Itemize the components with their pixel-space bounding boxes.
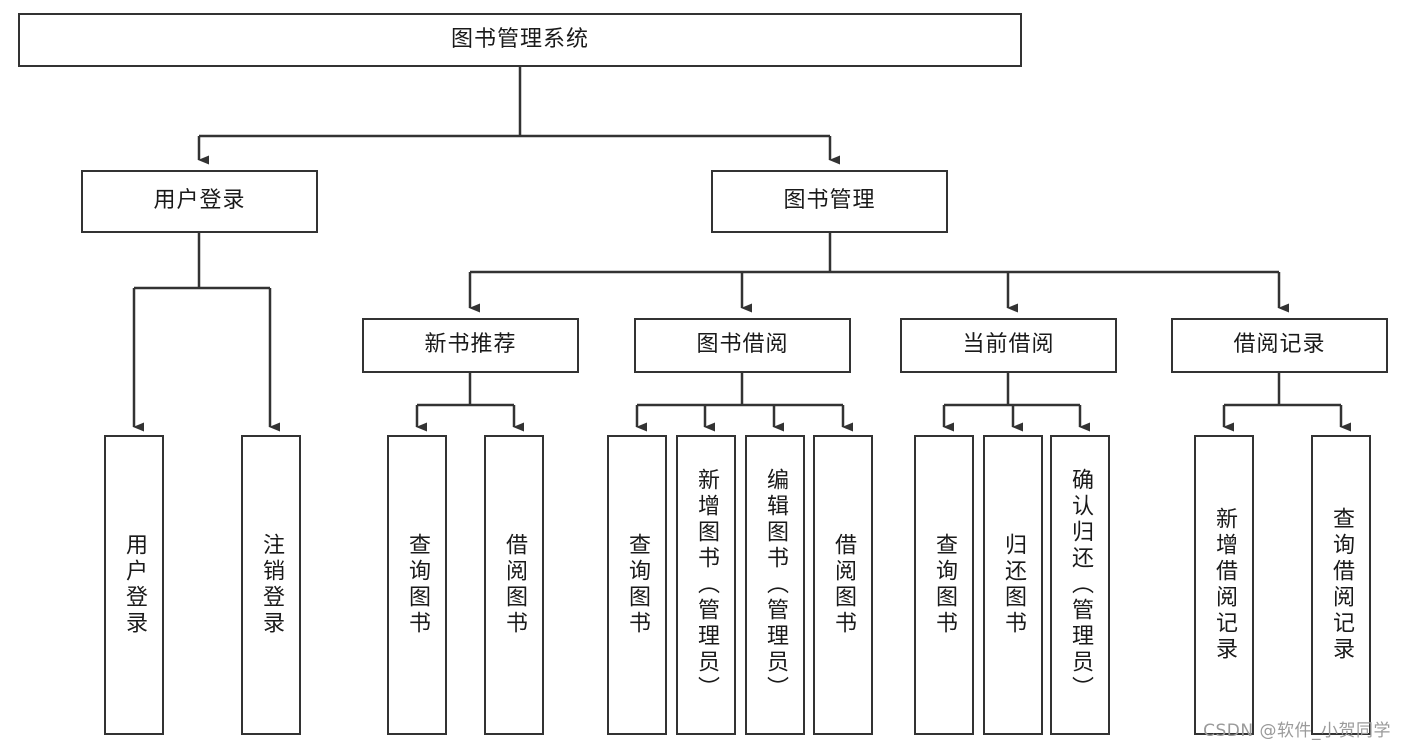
node-leaf-confirm-return[interactable]: 确认归还（管理员）	[1050, 435, 1110, 735]
node-leaf-return-book[interactable]: 归还图书	[983, 435, 1043, 735]
csdn-watermark: CSDN @软件_小贺同学	[1203, 721, 1391, 741]
node-user-login[interactable]: 用户登录	[81, 170, 318, 233]
node-leaf-edit-book[interactable]: 编辑图书（管理员）	[745, 435, 805, 735]
node-current-borrow-label: 当前借阅	[962, 332, 1055, 358]
node-book-management-label: 图书管理	[783, 188, 876, 214]
node-user-login-label: 用户登录	[153, 188, 246, 214]
node-leaf-logout-label: 注销登录	[259, 533, 284, 637]
node-leaf-user-login[interactable]: 用户登录	[104, 435, 164, 735]
node-leaf-query-record-label: 查询借阅记录	[1329, 507, 1354, 663]
node-leaf-user-login-label: 用户登录	[122, 533, 147, 637]
node-leaf-add-record[interactable]: 新增借阅记录	[1194, 435, 1254, 735]
node-borrow-record[interactable]: 借阅记录	[1171, 318, 1388, 373]
node-leaf-query-book-2[interactable]: 查询图书	[607, 435, 667, 735]
node-book-management[interactable]: 图书管理	[711, 170, 948, 233]
node-leaf-add-book[interactable]: 新增图书（管理员）	[676, 435, 736, 735]
node-book-borrow[interactable]: 图书借阅	[634, 318, 851, 373]
node-book-borrow-label: 图书借阅	[696, 332, 789, 358]
node-leaf-borrow-book-2-label: 借阅图书	[831, 533, 856, 637]
node-leaf-query-book-3[interactable]: 查询图书	[914, 435, 974, 735]
node-new-book-recommend-label: 新书推荐	[424, 332, 517, 358]
node-leaf-borrow-book-1-label: 借阅图书	[502, 533, 527, 637]
node-leaf-return-book-label: 归还图书	[1001, 533, 1026, 637]
node-root-label: 图书管理系统	[450, 26, 589, 52]
node-leaf-add-book-label: 新增图书（管理员）	[694, 468, 719, 702]
node-new-book-recommend[interactable]: 新书推荐	[362, 318, 579, 373]
node-leaf-confirm-return-label: 确认归还（管理员）	[1068, 468, 1093, 702]
node-leaf-query-record[interactable]: 查询借阅记录	[1311, 435, 1371, 735]
node-leaf-query-book-2-label: 查询图书	[625, 533, 650, 637]
node-root[interactable]: 图书管理系统	[18, 13, 1022, 67]
node-leaf-borrow-book-2[interactable]: 借阅图书	[813, 435, 873, 735]
node-leaf-query-book-3-label: 查询图书	[932, 533, 957, 637]
node-leaf-edit-book-label: 编辑图书（管理员）	[763, 468, 788, 702]
node-current-borrow[interactable]: 当前借阅	[900, 318, 1117, 373]
node-leaf-add-record-label: 新增借阅记录	[1212, 507, 1237, 663]
node-leaf-query-book-1-label: 查询图书	[405, 533, 430, 637]
node-leaf-logout[interactable]: 注销登录	[241, 435, 301, 735]
node-leaf-borrow-book-1[interactable]: 借阅图书	[484, 435, 544, 735]
node-leaf-query-book-1[interactable]: 查询图书	[387, 435, 447, 735]
node-borrow-record-label: 借阅记录	[1233, 332, 1326, 358]
